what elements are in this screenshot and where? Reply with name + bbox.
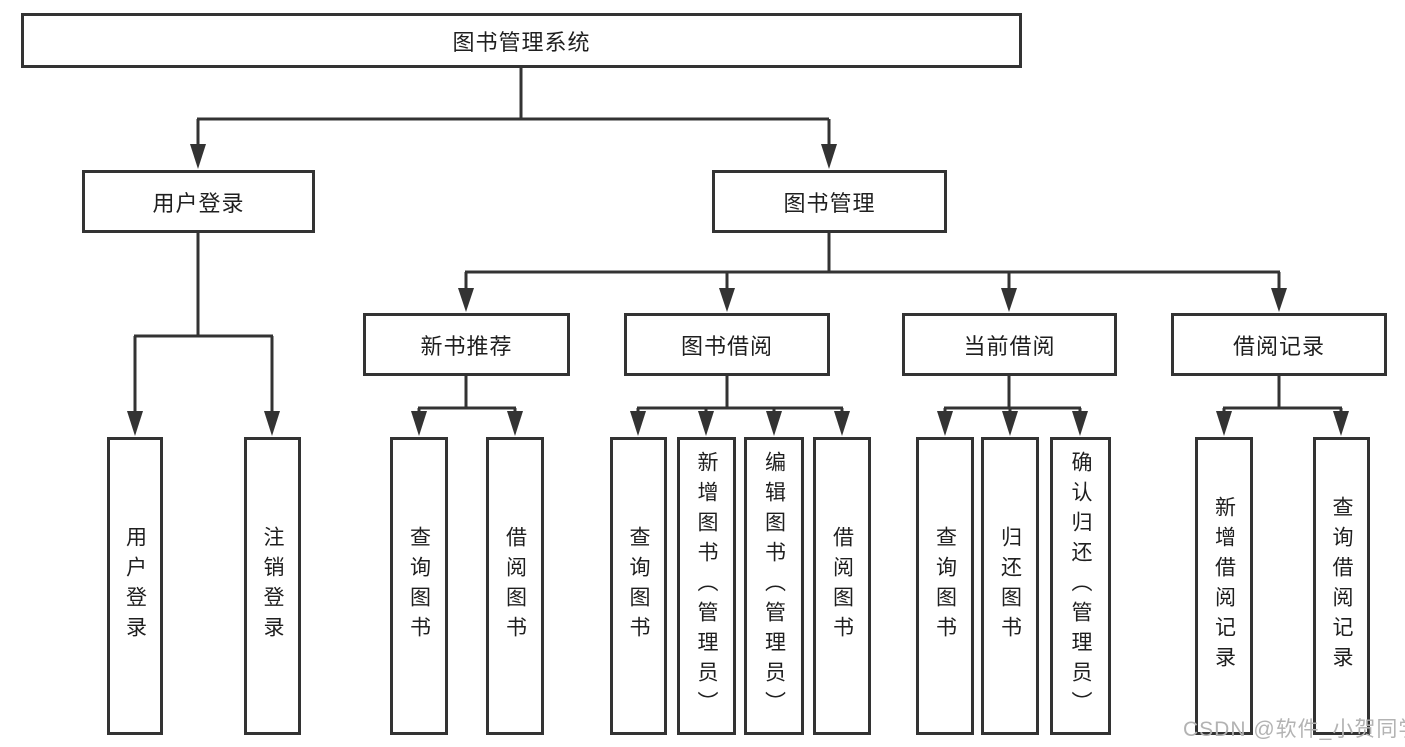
leaf-confirm-return-admin: 确认归还（管理员）: [1050, 437, 1111, 735]
leaf-borrow-books-recommend: 借阅图书: [486, 437, 544, 735]
node-label: 新书推荐: [420, 333, 513, 359]
connector-user-login: [133, 233, 274, 414]
connector-root: [196, 68, 831, 148]
arrow-icon: [1072, 411, 1088, 436]
arrow-icon: [507, 411, 523, 436]
arrow-icon: [1271, 288, 1287, 312]
arrow-icon: [1333, 411, 1349, 436]
connector-strokes: [133, 68, 1343, 414]
leaf-label: 借阅图书: [503, 526, 527, 646]
leaf-label: 用户登录: [123, 526, 147, 646]
node-label: 图书管理系统: [452, 29, 591, 55]
connector-borrow-records: [1222, 376, 1343, 414]
connector-book-management: [464, 233, 1281, 291]
leaf-user-login: 用户登录: [107, 437, 163, 735]
node-book-borrow: 图书借阅: [624, 313, 830, 376]
arrow-icon: [937, 411, 953, 436]
node-label: 当前借阅: [963, 333, 1056, 359]
csdn-watermark: CSDN @软件_小贺同学: [1183, 718, 1405, 741]
leaf-edit-books-admin: 编辑图书（管理员）: [744, 437, 804, 735]
node-borrow-records: 借阅记录: [1171, 313, 1387, 376]
node-user-login: 用户登录: [82, 170, 315, 233]
node-label: 图书借阅: [680, 333, 773, 359]
arrow-icon: [190, 144, 206, 169]
arrow-icon: [719, 288, 735, 312]
connector-book-borrow: [636, 376, 844, 414]
arrow-icon: [630, 411, 646, 436]
arrow-icon: [1002, 411, 1018, 436]
arrow-heads: [127, 144, 1349, 436]
arrow-icon: [1216, 411, 1232, 436]
arrow-icon: [411, 411, 427, 436]
node-label: 借阅记录: [1232, 333, 1325, 359]
arrow-icon: [458, 288, 474, 312]
leaf-label: 确认归还（管理员）: [1069, 451, 1092, 721]
node-root-system: 图书管理系统: [21, 13, 1022, 68]
connector-new-book: [417, 376, 517, 414]
arrow-icon: [1001, 288, 1017, 312]
leaf-label: 借阅图书: [830, 526, 854, 646]
leaf-query-borrow-record: 查询借阅记录: [1313, 437, 1370, 735]
leaf-label: 查询图书: [627, 526, 650, 646]
leaf-label: 新增借阅记录: [1212, 496, 1236, 676]
arrow-icon: [766, 411, 782, 436]
leaf-query-books-borrow: 查询图书: [610, 437, 667, 735]
arrow-icon: [698, 411, 714, 436]
node-new-book-recommend: 新书推荐: [363, 313, 570, 376]
leaf-label: 注销登录: [261, 526, 284, 646]
arrow-icon: [821, 144, 837, 169]
arrow-icon: [834, 411, 850, 436]
leaf-label: 查询借阅记录: [1330, 496, 1353, 676]
leaf-logout: 注销登录: [244, 437, 301, 735]
node-label: 图书管理: [783, 190, 876, 216]
arrow-icon: [264, 411, 280, 436]
node-label: 用户登录: [152, 190, 245, 216]
leaf-label: 归还图书: [998, 526, 1022, 646]
arrow-icon: [127, 411, 143, 436]
connector-current-borrow: [943, 376, 1082, 414]
leaf-query-books-current: 查询图书: [916, 437, 974, 735]
leaf-label: 新增图书（管理员）: [695, 451, 718, 721]
node-book-management: 图书管理: [712, 170, 947, 233]
leaf-add-borrow-record: 新增借阅记录: [1195, 437, 1253, 735]
leaf-label: 查询图书: [407, 526, 431, 646]
leaf-label: 编辑图书（管理员）: [762, 451, 786, 721]
leaf-return-books: 归还图书: [981, 437, 1039, 735]
node-current-borrow: 当前借阅: [902, 313, 1117, 376]
leaf-add-books-admin: 新增图书（管理员）: [677, 437, 736, 735]
leaf-borrow-books: 借阅图书: [813, 437, 871, 735]
leaf-query-books-recommend: 查询图书: [390, 437, 448, 735]
leaf-label: 查询图书: [933, 526, 957, 646]
